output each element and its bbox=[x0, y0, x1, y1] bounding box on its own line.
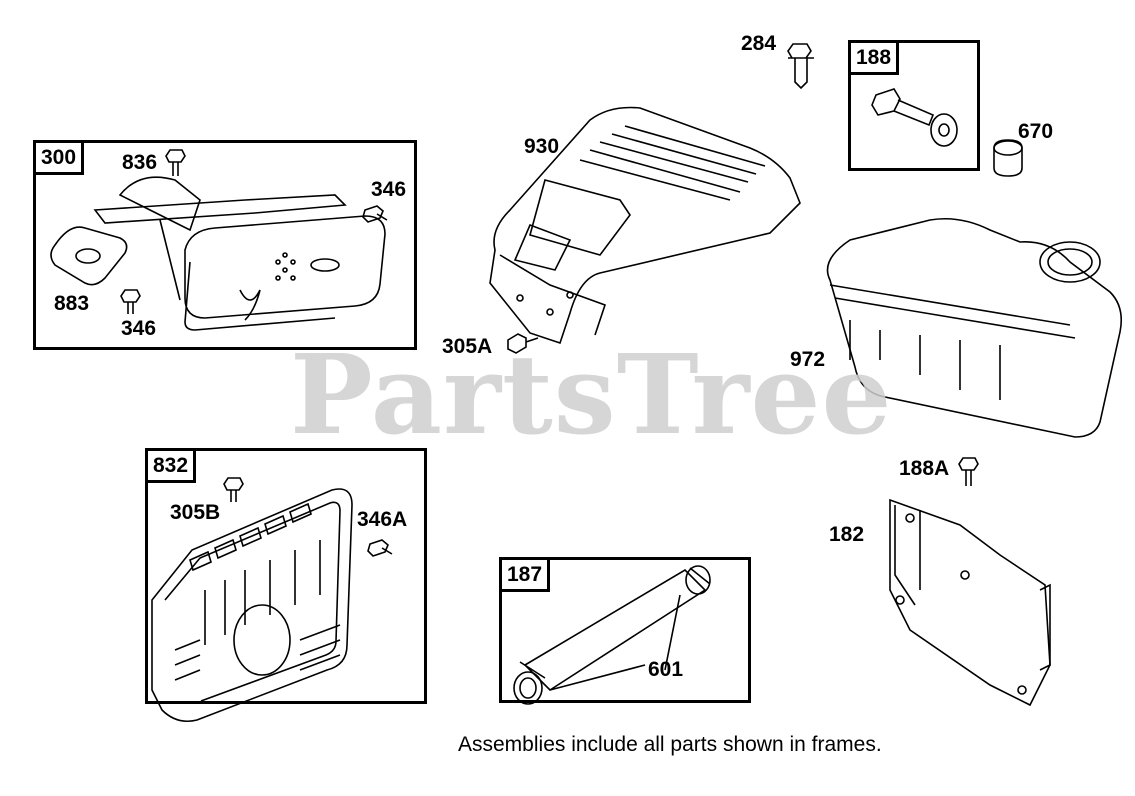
frame-number-188: 188 bbox=[848, 40, 900, 75]
part-label-182: 182 bbox=[829, 523, 865, 546]
assembly-frame-300: 300 bbox=[33, 140, 417, 350]
muffler-drawing bbox=[51, 177, 385, 330]
frame-number-832: 832 bbox=[145, 448, 197, 483]
part-label-284: 284 bbox=[741, 32, 777, 55]
assembly-note: Assemblies include all parts shown in fr… bbox=[458, 733, 882, 756]
part-label-346a: 346A bbox=[357, 508, 408, 531]
bolt-washer-drawing bbox=[872, 89, 957, 146]
frame-number-300: 300 bbox=[33, 140, 85, 175]
bracket-drawing bbox=[890, 500, 1050, 705]
fuel-tank-drawing bbox=[828, 219, 1122, 437]
part-label-930: 930 bbox=[524, 135, 560, 158]
part-label-305a: 305A bbox=[442, 335, 493, 358]
engine-cover-drawing bbox=[490, 108, 800, 344]
assembly-frame-187: 187 bbox=[499, 557, 751, 703]
frame-number-187: 187 bbox=[499, 557, 551, 592]
bushing-drawing bbox=[994, 140, 1022, 176]
bolt-drawings bbox=[121, 44, 978, 556]
assembly-frame-188: 188 bbox=[848, 40, 980, 171]
part-label-836: 836 bbox=[122, 151, 158, 174]
assembly-frame-832: 832 bbox=[145, 448, 427, 704]
part-label-188a: 188A bbox=[899, 457, 950, 480]
part-label-346-top: 346 bbox=[371, 178, 407, 201]
tube-drawing bbox=[514, 566, 710, 704]
part-label-883: 883 bbox=[54, 292, 90, 315]
part-label-346-bottom: 346 bbox=[121, 317, 157, 340]
part-label-972: 972 bbox=[790, 348, 826, 371]
part-label-601: 601 bbox=[648, 658, 684, 681]
muffler-guard-drawing bbox=[152, 489, 352, 721]
part-label-670: 670 bbox=[1018, 120, 1054, 143]
watermark: PartsTree bbox=[290, 330, 893, 459]
part-label-305b: 305B bbox=[170, 501, 221, 524]
